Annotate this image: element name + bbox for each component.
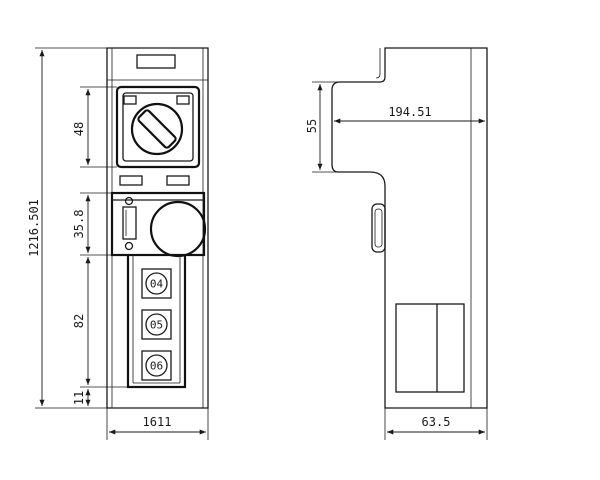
button-06: 06 [141,350,172,381]
front-view: 04 05 06 [106,47,209,409]
dim-bottom-offset: 11 [72,391,86,405]
button-strip [126,255,187,389]
dim-total-height: 1216.501 [27,199,41,257]
side-bottom-box [395,303,465,393]
dim-side-top-offset: 55 [305,119,319,133]
dim-side-depth: 63.5 [422,415,451,429]
dim-side-inner-width: 194.51 [388,105,431,119]
button-05: 05 [141,309,172,340]
dim-lower-section: 82 [72,314,86,328]
button-05-label: 05 [150,319,163,332]
rotary-switch-panel [115,85,201,169]
side-housing-outline [331,47,488,409]
button-04: 04 [141,268,172,299]
button-06-label: 06 [150,360,163,373]
button-04-label: 04 [150,278,164,291]
large-push-button-icon [149,200,207,258]
side-dimensions: 55 194.51 63.5 [305,81,488,440]
side-view [331,47,488,409]
rotary-knob-handle [137,109,177,149]
dim-front-width: 1611 [143,415,172,429]
dim-top-section: 48 [72,122,86,136]
dim-middle-section: 35.8 [72,210,86,239]
rotary-knob-icon [130,102,184,156]
toggle-slot [122,206,137,240]
front-dimensions: 1216.501 48 35.8 82 11 1611 [27,47,209,440]
top-slot [136,54,176,69]
side-knob-icon [371,203,386,253]
